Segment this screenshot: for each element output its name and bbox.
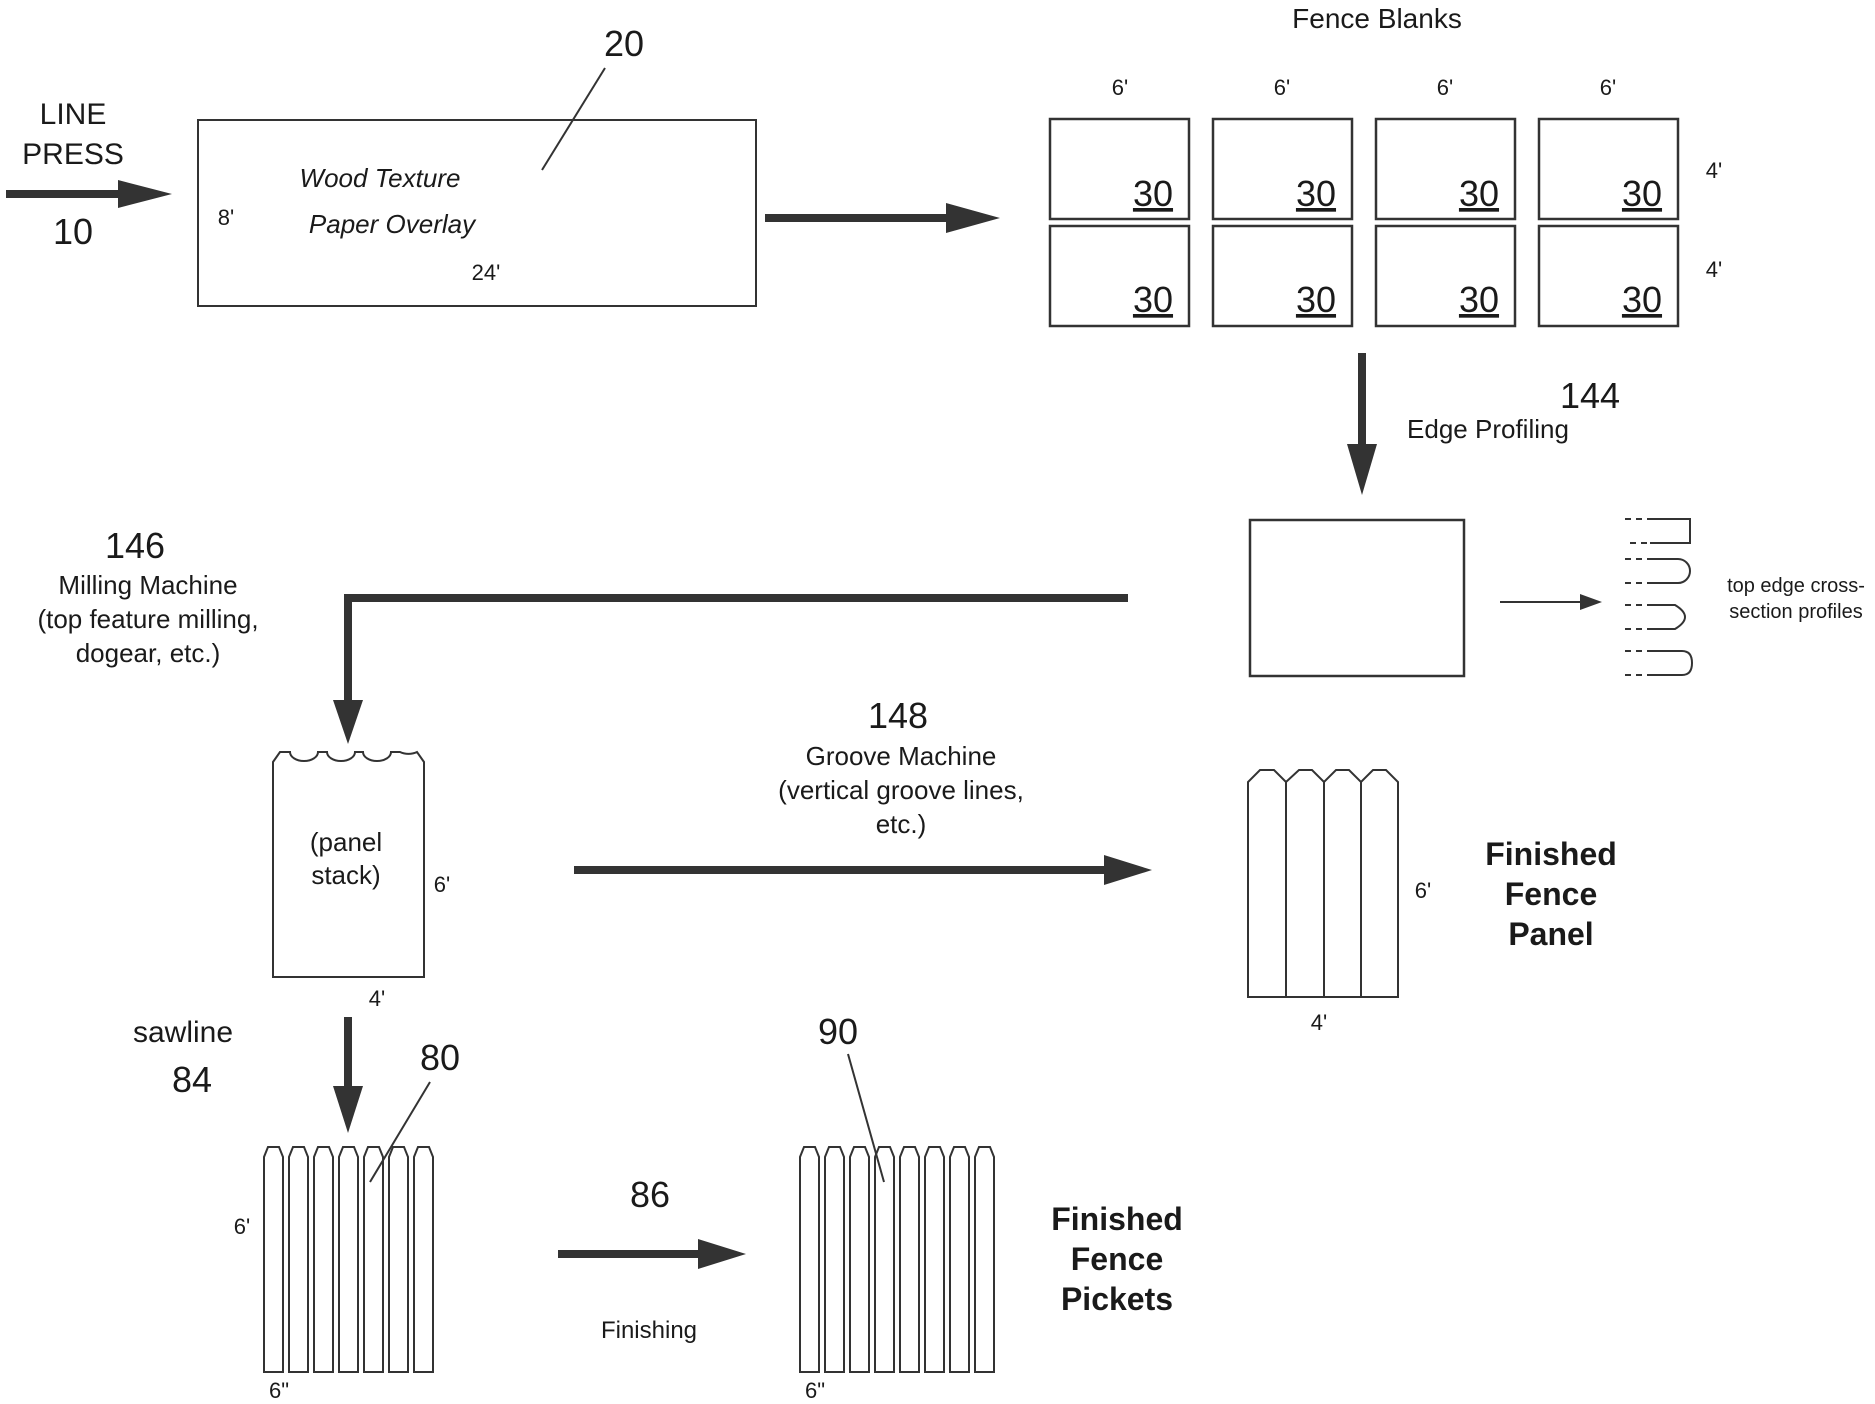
- panel-stack-width-label: 4': [369, 986, 385, 1011]
- finishing-label: Finishing: [601, 1317, 697, 1344]
- fence-picket: [925, 1147, 944, 1372]
- panel-stack-label-1: (panel: [310, 827, 382, 857]
- fence-picket: [850, 1147, 869, 1372]
- pointed-edge-profile: [1625, 605, 1685, 629]
- groove-label-3: etc.): [876, 809, 927, 839]
- overlay-ref: 20: [604, 23, 644, 64]
- groove-ref: 148: [868, 695, 928, 736]
- groove-label-1: Groove Machine: [806, 741, 997, 771]
- overlay-height-label: 8': [218, 205, 234, 230]
- raw-pickets-leader: [370, 1082, 430, 1182]
- finished-pickets-leader: [848, 1054, 884, 1182]
- raw-pickets-ref: 80: [420, 1037, 460, 1078]
- finished-panel-label-1: Finished: [1485, 836, 1617, 872]
- finished-panel-width-label: 4': [1311, 1010, 1327, 1035]
- line-press-label-2: PRESS: [22, 138, 124, 171]
- fence-picket: [364, 1147, 383, 1372]
- overlay-label-1: Wood Texture: [300, 163, 461, 193]
- finished-pickets-label-2: Fence: [1071, 1241, 1163, 1277]
- milling-label-1: Milling Machine: [58, 570, 237, 600]
- profiles-label-2: section profiles: [1729, 601, 1862, 623]
- overlay-label-2: Paper Overlay: [309, 209, 477, 239]
- finished-pickets-label-1: Finished: [1051, 1201, 1183, 1237]
- profiled-blank: [1250, 520, 1464, 676]
- fence-picket: [339, 1147, 358, 1372]
- fence-blank-ref: 30: [1622, 279, 1662, 320]
- round-edge-profile: [1625, 559, 1690, 583]
- finishing-arrow: [558, 1239, 746, 1269]
- raw-pickets-width-label: 6": [269, 1378, 289, 1403]
- fence-blank-ref: 30: [1296, 173, 1336, 214]
- blank-row-height-1: 4': [1706, 158, 1722, 183]
- blank-col-width-4: 6': [1600, 75, 1616, 100]
- fence-blanks-title: Fence Blanks: [1292, 3, 1462, 34]
- bullnose-edge-profile: [1625, 651, 1692, 675]
- groove-label-2: (vertical groove lines,: [778, 775, 1024, 805]
- finished-panel-label-2: Fence: [1505, 876, 1597, 912]
- fence-picket: [975, 1147, 994, 1372]
- fence-blank-ref: 30: [1296, 279, 1336, 320]
- edge-profiling-label: Edge Profiling: [1407, 414, 1569, 444]
- sawline-ref: 84: [172, 1059, 212, 1100]
- line-press-arrow: [6, 180, 172, 208]
- fence-picket: [825, 1147, 844, 1372]
- milling-ref: 146: [105, 525, 165, 566]
- blank-col-width-1: 6': [1112, 75, 1128, 100]
- to-blanks-arrow: [765, 203, 1000, 233]
- fence-blank-ref: 30: [1133, 279, 1173, 320]
- fence-blank-ref: 30: [1622, 173, 1662, 214]
- fence-picket: [289, 1147, 308, 1372]
- line-press-label-1: LINE: [40, 98, 107, 131]
- groove-arrow: [574, 855, 1152, 885]
- finished-panel-label-3: Panel: [1508, 916, 1593, 952]
- fence-picket: [800, 1147, 819, 1372]
- finished-panel-height-label: 6': [1415, 878, 1431, 903]
- fence-picket: [950, 1147, 969, 1372]
- panel-stack-height-label: 6': [434, 872, 450, 897]
- fence-picket: [314, 1147, 333, 1372]
- raw-pickets: [264, 1147, 433, 1372]
- edge-profile-glyphs: [1625, 519, 1692, 675]
- sawline-arrow: [333, 1017, 363, 1133]
- milling-label-2: (top feature milling,: [37, 604, 258, 634]
- fence-picket: [389, 1147, 408, 1372]
- line-press-ref: 10: [53, 211, 93, 252]
- fence-blank-ref: 30: [1459, 173, 1499, 214]
- finished-pickets-label-3: Pickets: [1061, 1281, 1173, 1317]
- fence-picket: [414, 1147, 433, 1372]
- square-edge-profile: [1625, 519, 1690, 543]
- finished-pickets: [800, 1147, 994, 1372]
- blank-col-width-3: 6': [1437, 75, 1453, 100]
- milling-arrow: [333, 598, 1128, 744]
- milling-label-3: dogear, etc.): [76, 638, 221, 668]
- blank-row-height-2: 4': [1706, 257, 1722, 282]
- fence-picket: [900, 1147, 919, 1372]
- sawline-label: sawline: [133, 1016, 233, 1049]
- finished-pickets-ref: 90: [818, 1011, 858, 1052]
- panel-stack-label-2: stack): [311, 860, 380, 890]
- to-profiles-arrowhead: [1580, 594, 1602, 610]
- profiles-label-1: top edge cross-: [1727, 575, 1865, 597]
- raw-pickets-height-label: 6': [234, 1214, 250, 1239]
- overlay-width-label: 24': [472, 260, 501, 285]
- edge-profiling-arrow: [1347, 353, 1377, 495]
- fence-blank-ref: 30: [1459, 279, 1499, 320]
- fence-picket: [264, 1147, 283, 1372]
- fence-blank-ref: 30: [1133, 173, 1173, 214]
- blank-col-width-2: 6': [1274, 75, 1290, 100]
- finished-fence-panel: [1248, 770, 1398, 997]
- edge-profiling-ref: 144: [1560, 375, 1620, 416]
- finishing-ref: 86: [630, 1174, 670, 1215]
- finished-pickets-width-label: 6": [805, 1378, 825, 1403]
